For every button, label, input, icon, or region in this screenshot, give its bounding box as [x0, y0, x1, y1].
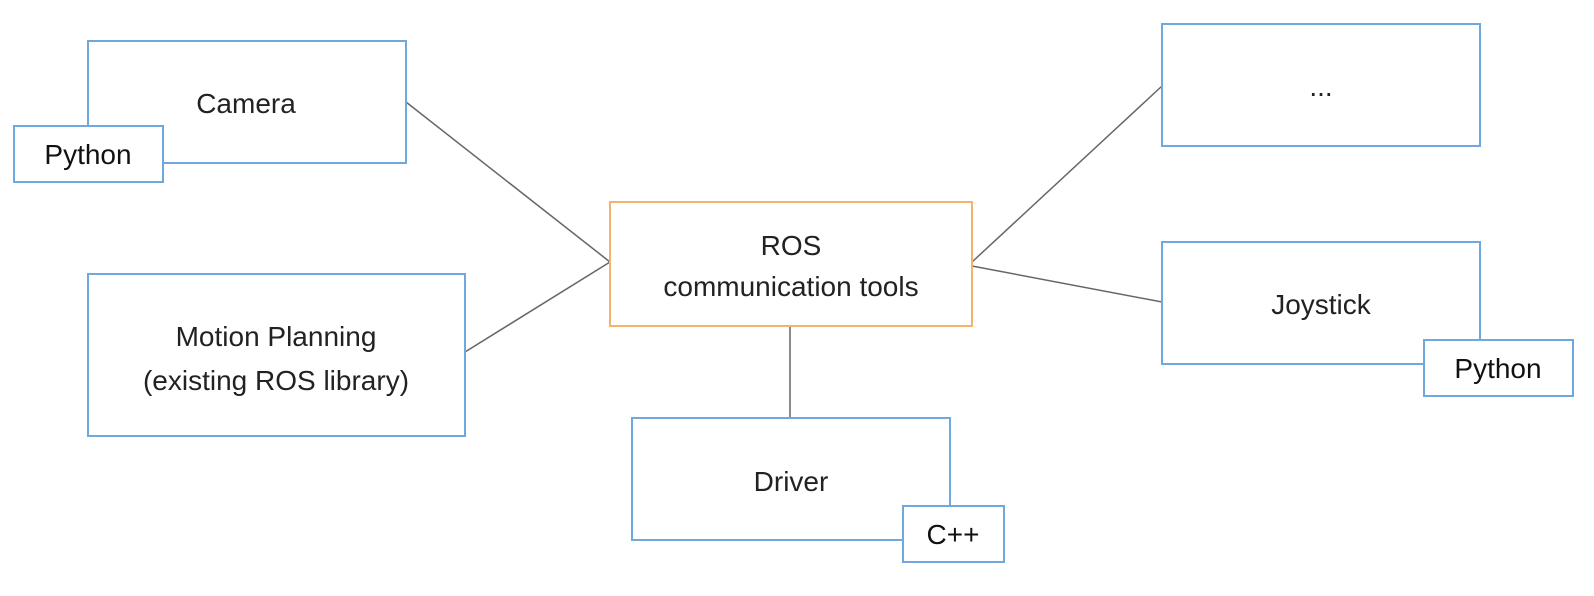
ros-hub-box — [609, 201, 973, 327]
driver-language-label: C++ — [927, 519, 980, 550]
camera-language-box — [13, 125, 164, 183]
camera-node: Camera Python — [13, 40, 407, 183]
ros-hub-label-line2: communication tools — [663, 271, 918, 302]
other-box — [1161, 23, 1481, 147]
driver-box — [631, 417, 951, 541]
driver-language-box — [902, 505, 1005, 563]
camera-language-label: Python — [44, 139, 131, 170]
connector-motion-planning-hub — [464, 261, 611, 353]
other-node: ... — [1161, 23, 1481, 147]
camera-label: Camera — [196, 88, 296, 119]
joystick-language-label: Python — [1454, 353, 1541, 384]
joystick-language-box — [1423, 339, 1574, 397]
joystick-node: Joystick Python — [1161, 241, 1574, 397]
connector-hub-other — [971, 85, 1163, 263]
ros-hub-node: ROS communication tools — [609, 201, 973, 327]
ros-hub-label-line1: ROS — [761, 230, 822, 261]
joystick-language-tag: Python — [1423, 339, 1574, 397]
connector-hub-joystick — [971, 265, 1163, 303]
motion-planning-label-line1: Motion Planning — [176, 321, 377, 352]
motion-planning-node: Motion Planning (existing ROS library) — [87, 273, 466, 437]
motion-planning-label-line2: (existing ROS library) — [143, 365, 409, 396]
other-label: ... — [1309, 71, 1332, 102]
connector-camera-hub — [405, 101, 611, 263]
camera-language-tag: Python — [13, 125, 164, 183]
driver-node: Driver C++ — [631, 417, 1005, 563]
joystick-label: Joystick — [1271, 289, 1372, 320]
driver-label: Driver — [754, 466, 829, 497]
driver-language-tag: C++ — [902, 505, 1005, 563]
motion-planning-box — [87, 273, 466, 437]
